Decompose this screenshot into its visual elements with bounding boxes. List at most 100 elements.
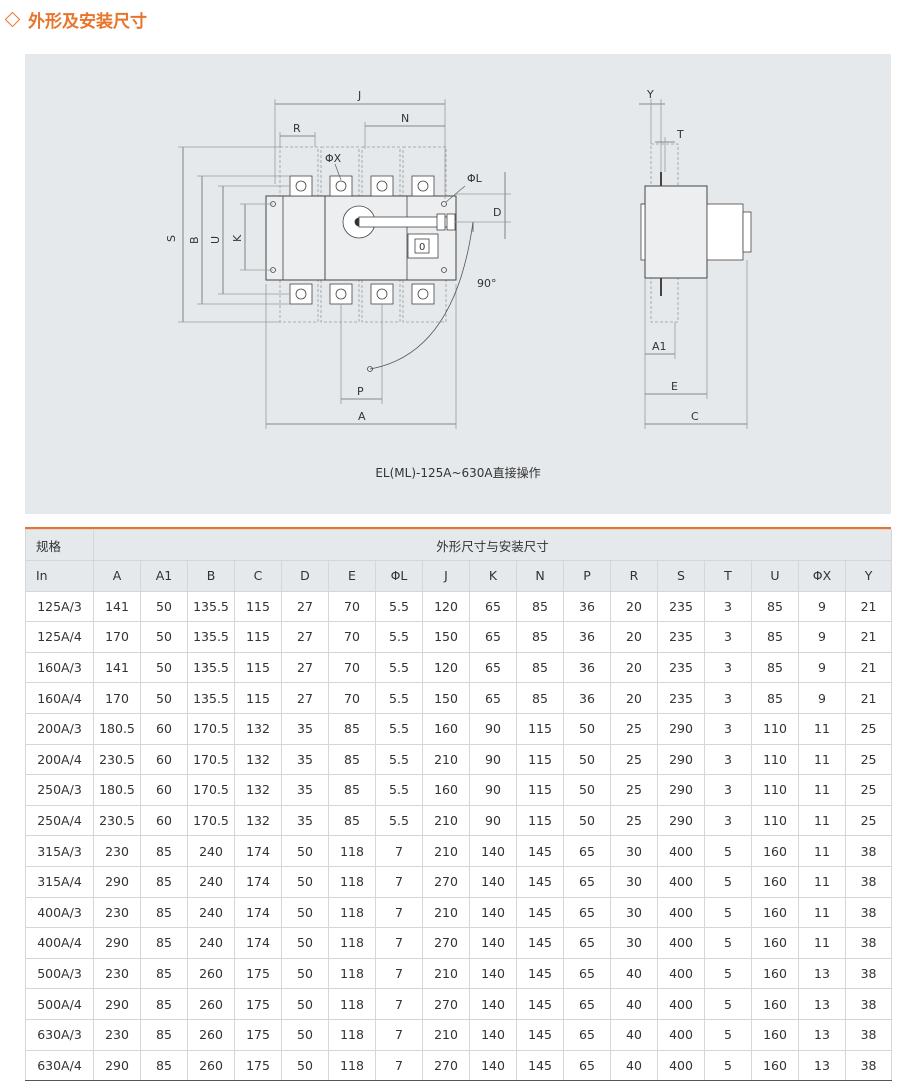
table-cell: 65	[469, 590, 517, 623]
table-cell: 5	[704, 896, 752, 929]
table-cell: 120	[422, 651, 470, 684]
dim-label-u: U	[209, 236, 222, 244]
table-cell: 40	[610, 988, 658, 1020]
table-cell: 175	[234, 1049, 282, 1082]
table-cell: 50	[140, 590, 188, 623]
column-header: S	[657, 560, 705, 592]
table-cell: 180.5	[93, 712, 141, 745]
table-cell: 3	[704, 743, 752, 776]
table-cell: 5	[704, 1018, 752, 1051]
table-cell: 20	[610, 621, 658, 653]
table-cell: 270	[422, 1049, 470, 1082]
dim-label-c: C	[691, 410, 699, 423]
table-cell: 150	[422, 621, 470, 653]
table-cell: 13	[798, 957, 846, 990]
column-header: Y	[844, 560, 893, 592]
table-cell: 90	[469, 743, 517, 776]
table-cell: 290	[657, 804, 705, 837]
dim-label-d: D	[493, 206, 501, 219]
table-cell: 50	[281, 1018, 329, 1051]
table-cell: 65	[563, 835, 611, 867]
row-spec-cell: 200A/3	[25, 712, 94, 745]
table-cell: 235	[657, 590, 705, 623]
table-cell: 85	[140, 988, 188, 1020]
table-cell: 85	[328, 712, 376, 745]
table-cell: 3	[704, 712, 752, 745]
table-cell: 5	[704, 1049, 752, 1082]
table-cell: 70	[328, 621, 376, 653]
table-cell: 115	[234, 651, 282, 684]
table-cell: 65	[563, 988, 611, 1020]
table-cell: 60	[140, 804, 188, 837]
table-cell: 400	[657, 865, 705, 898]
table-cell: 85	[140, 1049, 188, 1082]
table-cell: 270	[422, 865, 470, 898]
column-header: U	[751, 560, 799, 592]
table-cell: 118	[328, 927, 376, 959]
table-cell: 25	[844, 774, 893, 806]
table-cell: 145	[516, 865, 564, 898]
table-top-rule	[25, 527, 891, 529]
table-cell: 21	[844, 590, 893, 623]
table-cell: 5.5	[375, 621, 423, 653]
table-cell: 27	[281, 590, 329, 623]
table-cell: 50	[563, 804, 611, 837]
table-cell: 85	[516, 621, 564, 653]
table-cell: 50	[281, 835, 329, 867]
table-cell: 141	[93, 651, 141, 684]
table-cell: 85	[516, 590, 564, 623]
table-cell: 400	[657, 1049, 705, 1082]
table-cell: 85	[140, 957, 188, 990]
table-cell: 35	[281, 712, 329, 745]
table-cell: 150	[422, 682, 470, 714]
table-cell: 36	[563, 590, 611, 623]
table-cell: 5.5	[375, 804, 423, 837]
table-cell: 135.5	[187, 651, 235, 684]
table-cell: 50	[281, 865, 329, 898]
table-cell: 115	[234, 590, 282, 623]
table-cell: 170.5	[187, 774, 235, 806]
table-cell: 38	[844, 1049, 893, 1082]
table-cell: 3	[704, 774, 752, 806]
table-cell: 11	[798, 865, 846, 898]
table-cell: 85	[751, 590, 799, 623]
diagram-caption: EL(ML)-125A~630A直接操作	[375, 466, 541, 480]
table-cell: 170.5	[187, 804, 235, 837]
dim-label-n: N	[401, 112, 409, 125]
table-cell: 140	[469, 1049, 517, 1082]
table-cell: 65	[563, 1018, 611, 1051]
table-cell: 5	[704, 835, 752, 867]
table-cell: 240	[187, 896, 235, 929]
dim-label-a: A	[358, 410, 366, 423]
table-cell: 118	[328, 957, 376, 990]
table-cell: 13	[798, 988, 846, 1020]
column-header: ΦL	[375, 560, 423, 592]
table-cell: 38	[844, 927, 893, 959]
table-cell: 35	[281, 804, 329, 837]
table-cell: 145	[516, 1018, 564, 1051]
column-header: In	[25, 560, 94, 592]
column-header: B	[187, 560, 235, 592]
column-header: D	[281, 560, 329, 592]
table-cell: 160	[751, 896, 799, 929]
table-cell: 7	[375, 988, 423, 1020]
table-cell: 240	[187, 927, 235, 959]
table-cell: 115	[234, 682, 282, 714]
table-cell: 115	[516, 804, 564, 837]
table-cell: 11	[798, 774, 846, 806]
table-cell: 65	[469, 621, 517, 653]
row-spec-cell: 160A/3	[25, 651, 94, 684]
table-cell: 230	[93, 835, 141, 867]
table-cell: 175	[234, 957, 282, 990]
table-cell: 5.5	[375, 712, 423, 745]
